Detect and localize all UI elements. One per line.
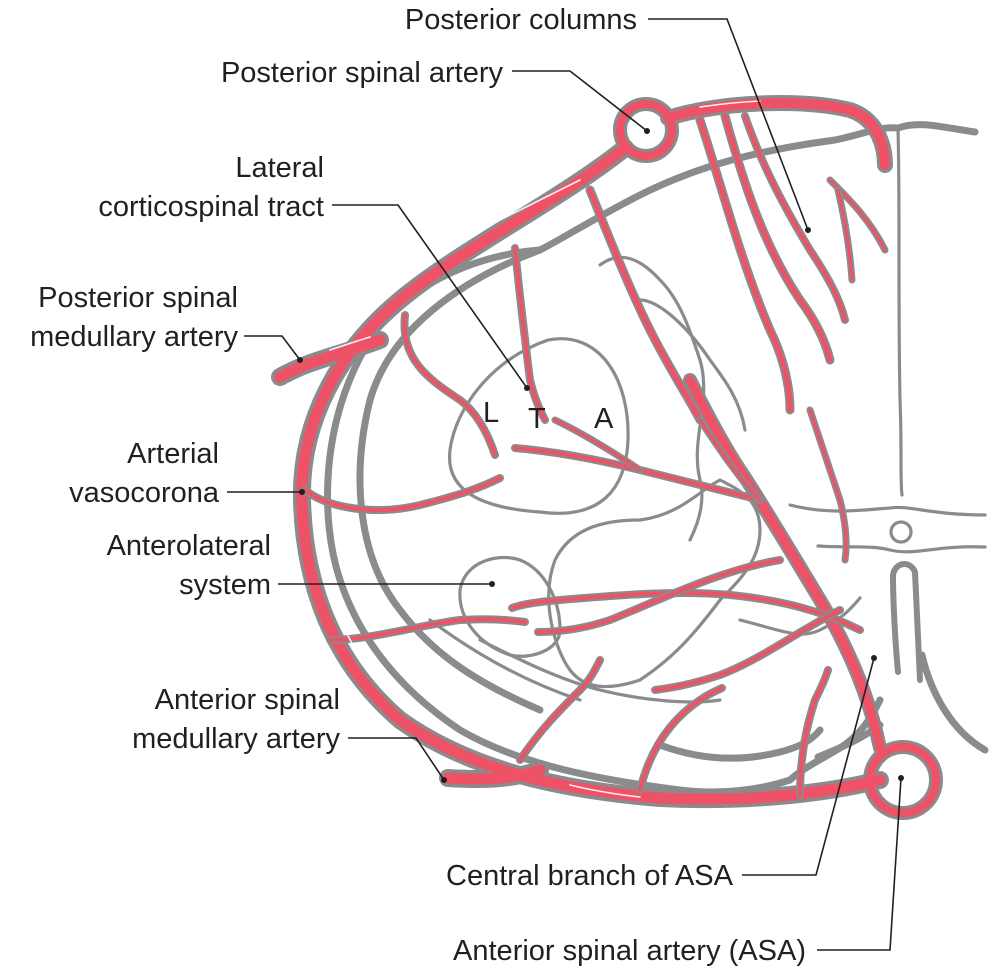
penetrating-branches [301, 111, 889, 799]
leader-ps-medullary [244, 335, 301, 361]
posterior-spinal-artery [616, 100, 676, 160]
anterior-spinal-artery [866, 743, 940, 817]
posterior-horn-inner [638, 298, 747, 432]
artery-highlight [344, 629, 401, 706]
label-anterolateral-line1: Anterolateral [107, 530, 271, 562]
arterial-vasocorona [296, 142, 886, 805]
label-vasocorona-line2: vasocorona [69, 477, 220, 509]
posterior-anastomosis [663, 98, 890, 170]
label-ps-medullary-line2: medullary artery [30, 321, 238, 353]
tract-letter-t: T [528, 403, 546, 435]
central-branch-of-asa [685, 375, 885, 753]
tract-letter-a: A [594, 403, 614, 435]
label-as-medullary-line2: medullary artery [132, 723, 340, 755]
leader-asa [817, 777, 902, 951]
labels: Posterior columns Posterior spinal arter… [30, 4, 806, 967]
tract-letter-l: L [483, 397, 499, 429]
artery-highlight [569, 784, 641, 798]
artery-highlight [699, 100, 761, 108]
label-anterolateral-line2: system [179, 569, 271, 601]
central-canal [889, 520, 913, 544]
leader-lateral-cst [332, 204, 528, 389]
posterior-median-septum [896, 126, 904, 497]
tract-letters: L T A [483, 397, 614, 435]
leader-posterior-spinal-artery [512, 70, 648, 132]
anterior-cord-right [918, 651, 989, 754]
label-central-branch: Central branch of ASA [446, 860, 734, 892]
label-posterior-spinal-artery: Posterior spinal artery [221, 57, 504, 89]
anterior-median-fissure [890, 561, 923, 683]
anterior-spinal-medullary-artery [442, 764, 546, 785]
artery-highlight [459, 179, 581, 241]
label-lateral-cst-line2: corticospinal tract [98, 191, 324, 223]
label-lateral-cst-line1: Lateral [235, 152, 324, 184]
cord-outer-boundary [324, 121, 979, 796]
leader-as-medullary [348, 737, 445, 781]
lateral-cst-outline [447, 337, 630, 515]
label-asa: Anterior spinal artery (ASA) [453, 935, 806, 967]
leader-posterior-columns [648, 18, 809, 231]
leader-central-branch [742, 657, 875, 876]
label-as-medullary-line1: Anterior spinal [155, 684, 340, 716]
label-ps-medullary-line1: Posterior spinal [38, 282, 238, 314]
white-matter-inner-line-2 [428, 618, 582, 702]
anterior-horn-lower [738, 596, 862, 636]
leader-lines [227, 18, 904, 951]
label-vasocorona-line1: Arterial [127, 438, 219, 470]
white-matter-inner-line [478, 638, 722, 704]
label-posterior-columns: Posterior columns [405, 4, 637, 36]
anterior-horn-outline [547, 478, 762, 689]
posterior-spinal-medullary-artery [274, 334, 386, 383]
white-matter-ring [356, 246, 544, 714]
artery-highlight [329, 336, 371, 351]
anterior-boundary-inner [656, 726, 824, 762]
gray-commissure-upper [788, 503, 987, 517]
arteries [274, 98, 940, 817]
